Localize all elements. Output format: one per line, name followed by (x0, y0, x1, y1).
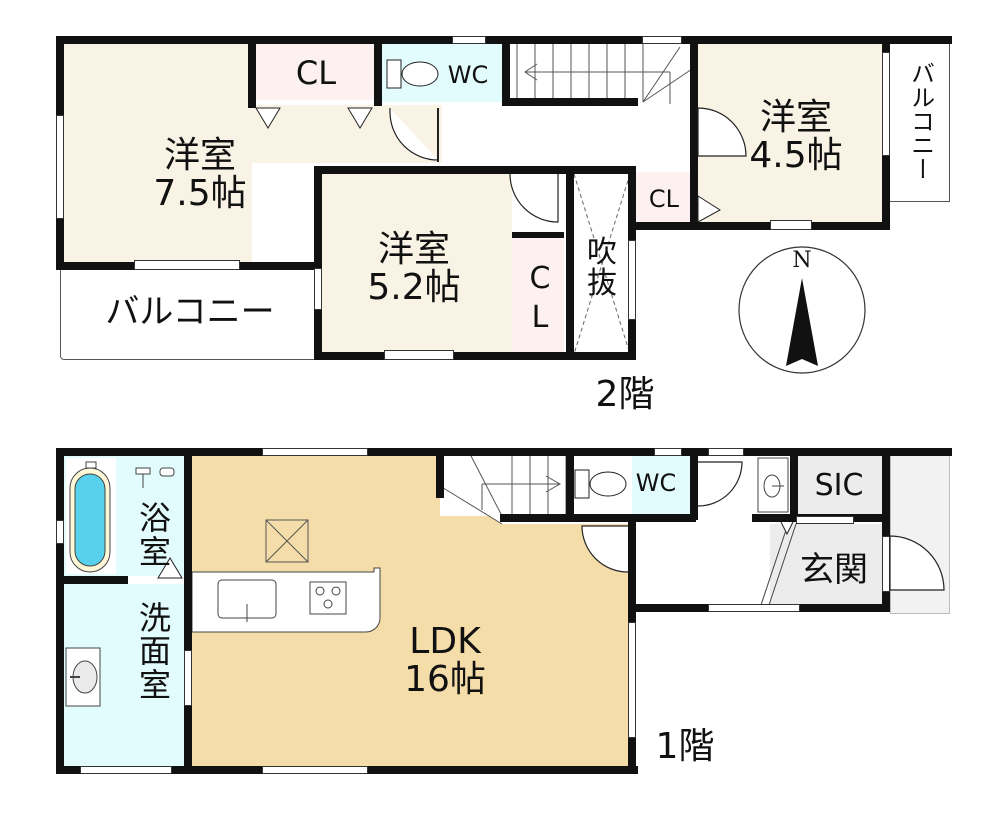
room-bedroom-5-2 (322, 172, 512, 354)
shower-icon (135, 467, 175, 488)
bath-door (157, 557, 183, 579)
door-swing-7-5 (389, 108, 439, 162)
wash-basin-icon (65, 647, 101, 707)
closet-door-triangles (255, 107, 373, 129)
compass-north-label: N (792, 248, 812, 274)
toilet-1f-icon (574, 469, 627, 499)
label-closet-1: CL (295, 54, 337, 93)
room-bedroom-7-5 (62, 42, 252, 264)
stairs-2f (516, 42, 696, 104)
floor-2-label: 2階 (595, 374, 655, 416)
label-closet-2: CL (648, 185, 680, 214)
hall-sink-icon (757, 457, 789, 513)
label-sic: SIC (814, 468, 864, 504)
range-hood-icon (265, 519, 309, 563)
label-ldk: LDK 16帖 (404, 621, 486, 700)
label-bedroom-4-5: 洋室 4.5帖 (749, 97, 843, 176)
label-balcony-east: バルコニー (906, 61, 935, 181)
room-entrance (770, 524, 882, 610)
closet2-door (697, 195, 721, 223)
compass-icon (738, 246, 866, 374)
toilet-2f-icon (386, 59, 439, 89)
door-swing-5-2 (509, 173, 559, 223)
door-swing-entrance (889, 535, 945, 591)
room-closet-3 (512, 236, 564, 354)
void-cross (573, 173, 631, 355)
room-closet-1 (252, 42, 374, 100)
floor-1-label: 1階 (655, 726, 715, 768)
entrance-step (759, 517, 799, 609)
kitchen-counter (191, 567, 381, 633)
label-void: 吹 抜 (587, 234, 617, 301)
room-closet-2 (636, 172, 696, 224)
door-swing-4-5 (697, 107, 747, 157)
label-entrance: 玄関 (800, 550, 868, 591)
label-bathroom: 浴 室 (138, 499, 171, 571)
door-swing-wc (697, 461, 743, 507)
label-bedroom-5-2: 洋室 5.2帖 (367, 229, 461, 308)
room-sic (796, 456, 882, 516)
bathtub-icon (66, 458, 116, 574)
label-wc-2f: WC (447, 61, 489, 90)
label-washroom: 洗 面 室 (138, 598, 171, 704)
label-bedroom-7-5: 洋室 7.5帖 (153, 135, 247, 214)
door-swing-ldk (581, 525, 629, 573)
label-balcony-west: バルコニー (105, 292, 275, 333)
label-closet-3: C L (529, 261, 551, 335)
label-wc-1f: WC (635, 469, 677, 498)
